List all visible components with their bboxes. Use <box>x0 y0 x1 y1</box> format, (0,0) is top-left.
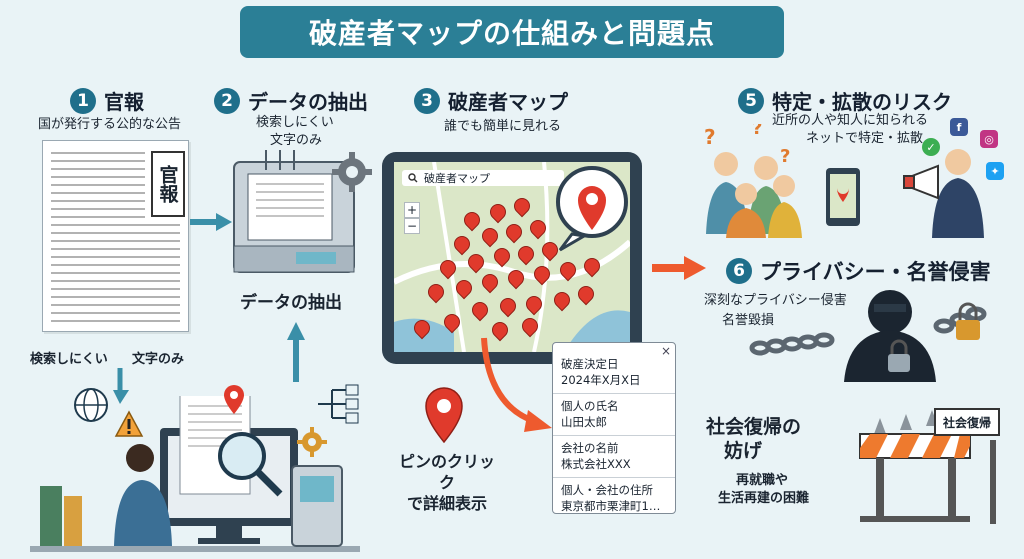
map-search-bar[interactable]: 破産者マップ <box>402 170 564 186</box>
step-3-number: 3 <box>414 87 440 114</box>
arrow-down-small <box>113 368 129 404</box>
step-6-desc-1: 深刻なプライバシー侵害 <box>704 293 847 308</box>
office-computer-illustration <box>30 396 360 552</box>
gazette-masthead: 官報 <box>151 151 185 217</box>
search-icon <box>408 173 418 183</box>
instagram-icon: ◎ <box>980 130 998 148</box>
gazette-text-lines <box>51 152 180 322</box>
pin-caption-line-1: ピンのクリック <box>398 452 495 492</box>
map-pin-icon <box>224 385 244 414</box>
privacy-violation-illustration <box>749 290 987 382</box>
social-return-desc-1: 再就職や <box>736 473 789 488</box>
magnified-pin-bubble <box>556 166 628 252</box>
gear-icon <box>332 152 372 192</box>
warning-icon <box>114 410 144 437</box>
step-6-label: プライバシー・名誉侵害 <box>760 260 991 284</box>
popup-row-company: 会社の名前 株式会社XXX <box>553 436 675 479</box>
step-5-label: 特定・拡散のリスク <box>772 90 952 114</box>
zoom-in-button[interactable]: + <box>404 202 420 218</box>
step-2-caption: データの抽出 <box>240 293 342 313</box>
step-1-desc: 国が発行する公的な公告 <box>38 117 182 132</box>
step-5-number: 5 <box>738 87 764 114</box>
step-1-number: 1 <box>70 87 96 114</box>
popup-value: 2024年X月X日 <box>561 372 641 387</box>
step-3-desc: 誰でも簡単に見れる <box>444 119 562 134</box>
people-spreading-illustration: ? ? ? <box>704 124 984 238</box>
social-return-title-line-2: 妨げ <box>724 439 763 462</box>
arrow-to-risks <box>652 256 706 280</box>
popup-value: 株式会社XXX <box>561 456 631 471</box>
left-caption-b: 文字のみ <box>132 352 185 367</box>
arrow-1-to-2 <box>190 213 232 231</box>
map-search-text: 破産者マップ <box>424 172 490 185</box>
popup-value: 東京都市栗津町1… <box>561 498 661 513</box>
globe-icon <box>74 388 108 422</box>
flow-branch-icon <box>318 384 359 424</box>
pin-caption-line-2: で詳細表示 <box>406 493 487 513</box>
popup-value: 山田太郎 <box>561 414 607 429</box>
step-5-desc-1: 近所の人や知人に知られる <box>772 113 929 128</box>
popup-label: 個人・会社の住所 <box>561 483 653 498</box>
gear-icon <box>297 427 327 457</box>
social-return-sign: 社会復帰 <box>934 408 1000 436</box>
step-5-desc-2: ネットで特定・拡散 <box>806 131 924 146</box>
step-2-title: 2 データの抽出 <box>214 86 368 115</box>
arrow-up-to-extraction <box>287 322 305 382</box>
gazette-document: 官報 <box>42 140 189 332</box>
step-3-title: 3 破産者マップ <box>414 86 568 115</box>
left-caption-a: 検索しにくい <box>30 352 108 367</box>
step-5-title: 5 特定・拡散のリスク <box>738 86 952 115</box>
step-1-label: 官報 <box>104 90 144 114</box>
popup-row-name: 個人の氏名 山田太郎 <box>553 394 675 437</box>
popup-label: 個人の氏名 <box>561 399 619 414</box>
barrier-icon <box>859 410 996 524</box>
social-return-title: 社会復帰の 妨げ <box>706 416 801 464</box>
step-3-label: 破産者マップ <box>448 90 568 114</box>
svg-text:?: ? <box>752 124 762 139</box>
detail-popup: × 破産決定日 2024年X月X日 個人の氏名 山田太郎 会社の名前 株式会社X… <box>552 342 676 514</box>
social-return-desc-2: 生活再建の困難 <box>718 491 810 506</box>
popup-label: 会社の名前 <box>561 441 619 456</box>
social-return-title-line-1: 社会復帰の <box>706 416 802 438</box>
scanner-machine-illustration <box>233 150 355 273</box>
step-2-label: データの抽出 <box>248 90 368 114</box>
svg-text:?: ? <box>780 146 790 167</box>
step-6-desc-2: 名誉毀損 <box>722 313 775 328</box>
map-pin-icon <box>425 387 463 444</box>
arrow-pin-to-popup <box>481 337 552 432</box>
step-2-desc-1: 検索しにくい <box>256 115 334 130</box>
popup-close-button[interactable]: × <box>660 344 671 358</box>
step-6-title: 6 プライバシー・名誉侵害 <box>726 256 991 286</box>
popup-label: 破産決定日 <box>561 357 619 371</box>
pin-click-caption: ピンのクリック で詳細表示 <box>392 452 502 514</box>
popup-row-date: 破産決定日 2024年X月X日 <box>553 343 675 395</box>
megaphone-icon <box>903 164 939 200</box>
line-icon: ✓ <box>922 138 940 156</box>
step-1-title: 1 官報 <box>70 86 144 115</box>
step-6-number: 6 <box>726 258 752 284</box>
page-title: 破産者マップの仕組みと問題点 <box>240 6 784 58</box>
zoom-out-button[interactable]: − <box>404 218 420 234</box>
step-2-desc-2: 文字のみ <box>270 133 323 148</box>
twitter-icon: ✦ <box>986 162 1004 180</box>
popup-row-address: 個人・会社の住所 東京都市栗津町1… <box>553 478 675 519</box>
facebook-icon: f <box>950 118 968 136</box>
step-2-number: 2 <box>214 87 240 114</box>
svg-text:?: ? <box>704 125 716 149</box>
